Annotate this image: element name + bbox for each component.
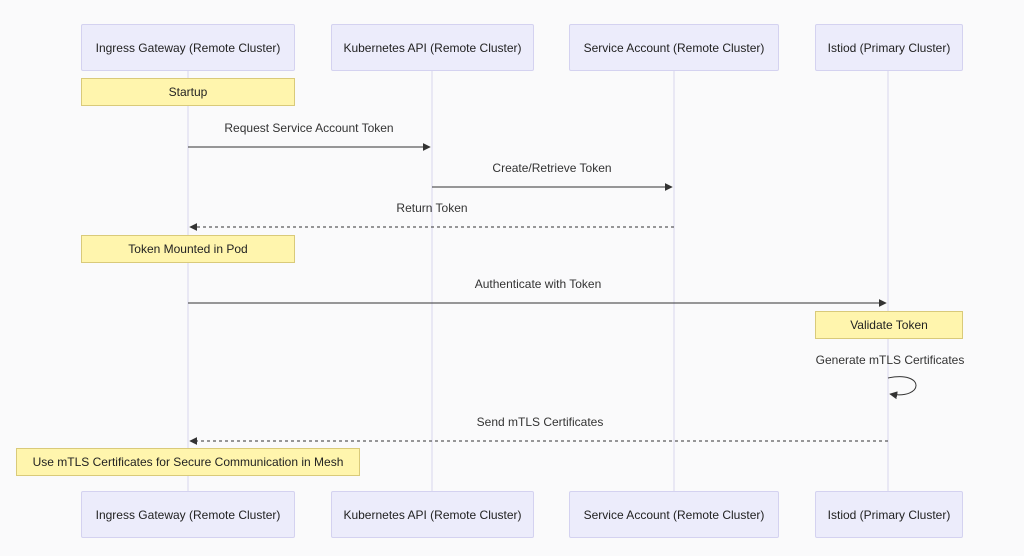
actor-istiod-bottom: Istiod (Primary Cluster) [815,491,963,538]
actor-istiod-top: Istiod (Primary Cluster) [815,24,963,71]
actor-gateway-top: Ingress Gateway (Remote Cluster) [81,24,295,71]
actor-serviceaccount-bottom: Service Account (Remote Cluster) [569,491,779,538]
arrow-generate-mtls-self [887,376,917,400]
note-use-mtls: Use mTLS Certificates for Secure Communi… [16,448,360,476]
label-create-retrieve: Create/Retrieve Token [492,161,612,175]
actor-k8sapi-bottom: Kubernetes API (Remote Cluster) [331,491,534,538]
note-token-mounted: Token Mounted in Pod [81,235,295,263]
label-return-token: Return Token [396,201,468,215]
label-send-mtls: Send mTLS Certificates [476,415,604,429]
label-generate-mtls: Generate mTLS Certificates [815,353,965,367]
label-authenticate: Authenticate with Token [474,277,602,291]
actor-k8sapi-top: Kubernetes API (Remote Cluster) [331,24,534,71]
actor-serviceaccount-top: Service Account (Remote Cluster) [569,24,779,71]
note-startup: Startup [81,78,295,106]
actor-gateway-bottom: Ingress Gateway (Remote Cluster) [81,491,295,538]
label-request-token: Request Service Account Token [224,121,394,135]
note-validate-token: Validate Token [815,311,963,339]
